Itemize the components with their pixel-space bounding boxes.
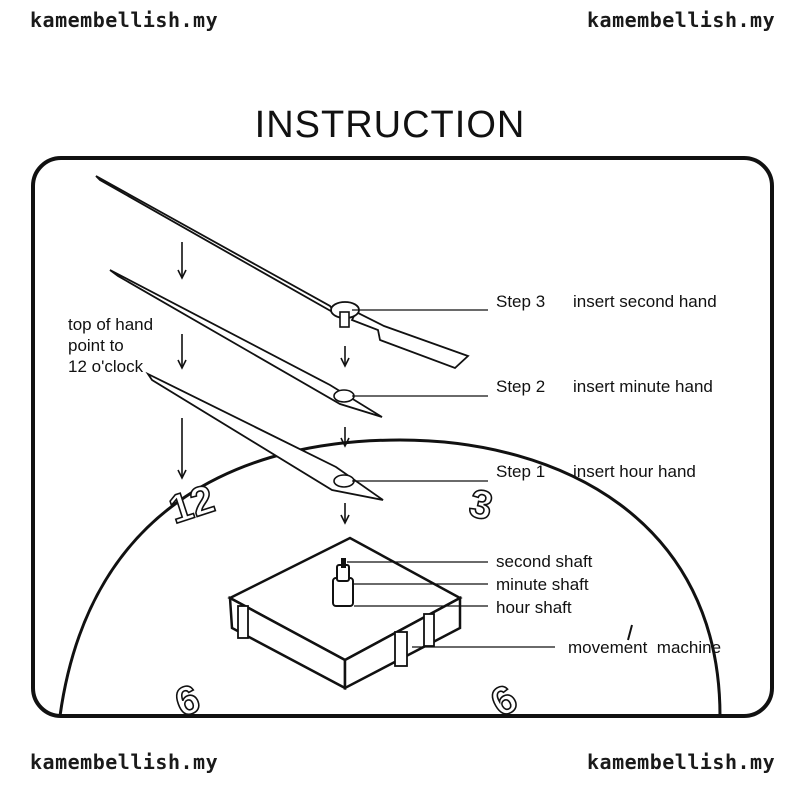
step-3-action: insert second hand <box>573 292 717 311</box>
dial-number-12: 12 <box>164 477 220 533</box>
second-shaft-label: second shaft <box>496 552 593 571</box>
step-2-action: insert minute hand <box>573 377 713 396</box>
step-1-label: Step 1 <box>496 462 545 481</box>
center-arrows <box>340 346 350 525</box>
step-2-label: Step 2 <box>496 377 545 396</box>
note-line-1: top of hand <box>68 315 153 334</box>
watermark-top-right: kamembellish.my <box>587 8 776 32</box>
page-title: INSTRUCTION <box>254 104 526 146</box>
diagram-frame <box>31 156 774 718</box>
leader-lines <box>347 309 555 648</box>
note-line-2: point to <box>68 336 124 355</box>
movement-machine <box>227 536 463 691</box>
step-1-action: insert hour hand <box>573 462 696 481</box>
step-3-label: Step 3 <box>496 292 545 311</box>
note-line-3: 12 o'clock <box>68 357 144 376</box>
watermark-bottom-left: kamembellish.my <box>30 750 219 774</box>
minute-hand <box>109 269 383 418</box>
watermark-bottom-right: kamembellish.my <box>587 750 776 774</box>
second-hand <box>95 175 470 370</box>
clock-dial-outline <box>58 438 722 716</box>
dial-tick <box>627 624 633 641</box>
dial-number-6: 6 <box>484 676 525 725</box>
hour-shaft-label: hour shaft <box>496 598 572 617</box>
minute-shaft-label: minute shaft <box>496 575 589 594</box>
dial-number-3: 3 <box>465 481 496 529</box>
left-arrows <box>177 242 187 480</box>
watermark-top-left: kamembellish.my <box>30 8 219 32</box>
movement-machine-label: movement machine <box>568 638 721 657</box>
